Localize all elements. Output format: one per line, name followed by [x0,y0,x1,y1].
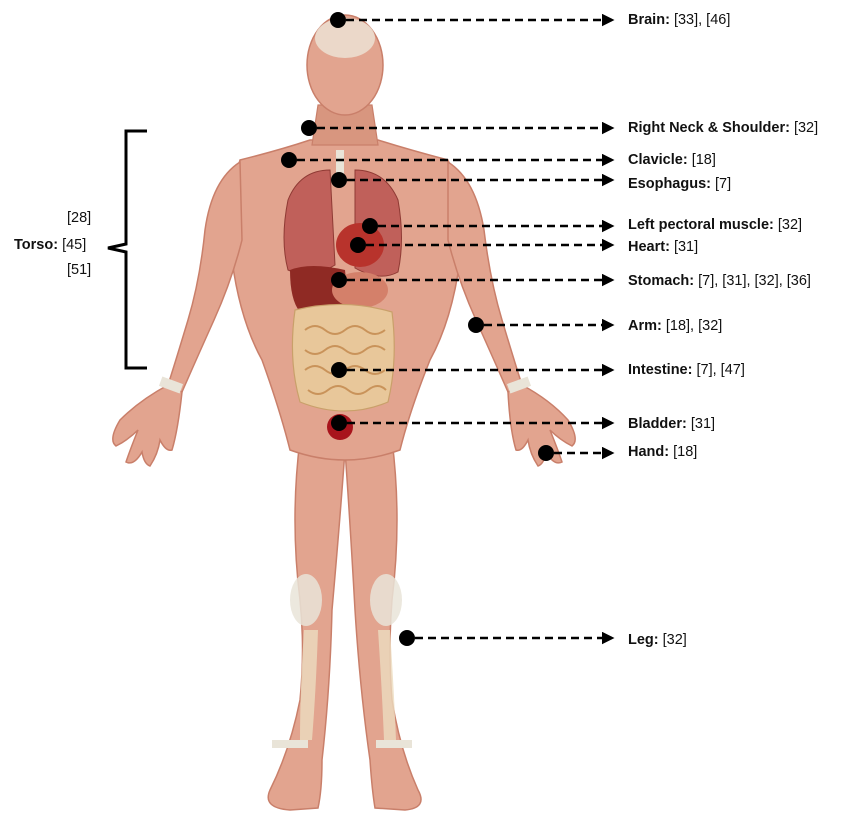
right-arm [168,162,242,392]
intestine-dot [331,362,347,378]
label-clavicle: Clavicle: [18] [628,151,716,169]
skull-top [315,18,375,58]
right-ankle [376,740,412,748]
label-arm: Arm: [18], [32] [628,317,722,335]
label-right-neck-shoulder: Right Neck & Shoulder: [32] [628,119,818,137]
left-arm [448,162,522,392]
torso-bracket [108,131,147,368]
heart-dot [350,237,366,253]
bladder-dot [331,415,347,431]
label-intestine: Intestine: [7], [47] [628,361,745,379]
arm-dot [468,317,484,333]
right-hand [113,385,182,466]
leg-dot [399,630,415,646]
human-body [113,15,575,810]
clavicle-dot [281,152,297,168]
torso-ref-top: [28] [67,206,91,230]
intestines [292,304,394,411]
esophagus-dot [331,172,347,188]
label-stomach: Stomach: [7], [31], [32], [36] [628,272,811,290]
hand-dot [538,445,554,461]
label-esophagus: Esophagus: [7] [628,175,731,193]
label-torso: Torso: [45] [14,236,86,254]
label-brain: Brain: [33], [46] [628,11,730,29]
left-knee [290,574,322,626]
label-hand: Hand: [18] [628,443,697,461]
stomach-dot [331,272,347,288]
label-left-pectoral-muscle: Left pectoral muscle: [32] [628,216,802,234]
pectoral-dot [362,218,378,234]
brain-dot [330,12,346,28]
label-leg: Leg: [32] [628,631,687,649]
neck-shoulder-dot [301,120,317,136]
right-knee [370,574,402,626]
label-heart: Heart: [31] [628,238,698,256]
label-bladder: Bladder: [31] [628,415,715,433]
torso-ref-bottom: [51] [67,258,91,282]
left-ankle [272,740,308,748]
